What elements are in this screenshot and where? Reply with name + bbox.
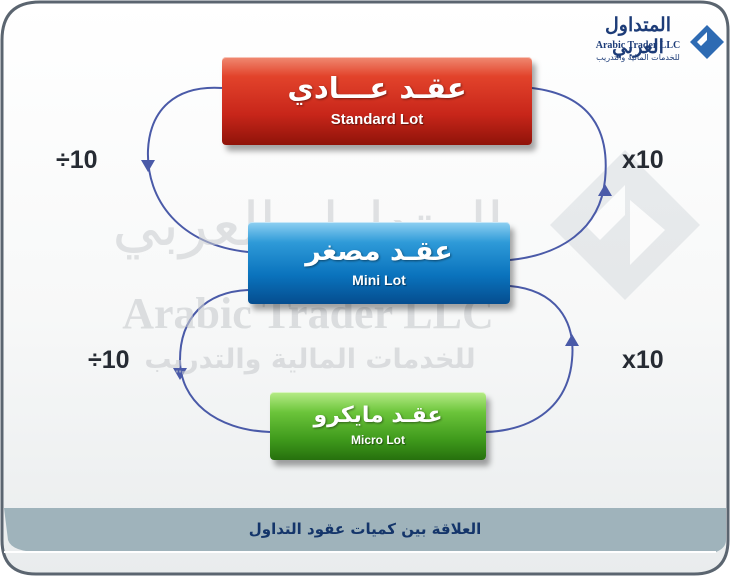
logo: المتداول العربي Arabic Trader LLC للخدما… — [572, 8, 720, 88]
footer-caption: العلاقة بين كميات عقود التداول — [248, 520, 482, 538]
logo-subtitle: للخدمات المالية والتدريب — [596, 53, 680, 62]
arrow-mini-to-micro — [178, 289, 271, 433]
standard-lot-arabic: عقـد عـــادي — [287, 71, 467, 106]
micro-lot-english: Micro Lot — [351, 433, 405, 448]
mini-lot-english: Mini Lot — [352, 272, 406, 289]
watermark-diamond-icon — [550, 150, 700, 300]
arrow-mini-to-standard — [509, 87, 607, 261]
multiply-bottom-label: x10 — [622, 346, 664, 374]
logo-arabic: المتداول العربي — [604, 14, 672, 58]
logo-diamond-icon — [690, 25, 724, 59]
micro-lot-arabic: عقـد مايكرو — [313, 403, 443, 429]
logo-english: Arabic Trader LLC — [595, 40, 681, 51]
mini-lot-arabic: عقـد مصغر — [305, 235, 453, 267]
divide-top-label: ÷10 — [56, 146, 98, 174]
divide-bottom-label: ÷10 — [88, 346, 130, 374]
mini-lot-box: عقـد مصغر Mini Lot — [248, 222, 510, 304]
micro-lot-box: عقـد مايكرو Micro Lot — [270, 392, 486, 460]
watermark-subtitle: للخدمات المالية والتدريب — [144, 344, 476, 375]
arrow-micro-to-mini — [485, 285, 574, 433]
multiply-top-label: x10 — [622, 146, 664, 174]
standard-lot-box: عقـد عـــادي Standard Lot — [222, 57, 532, 145]
arrow-standard-to-mini — [146, 86, 249, 253]
standard-lot-english: Standard Lot — [330, 110, 424, 128]
